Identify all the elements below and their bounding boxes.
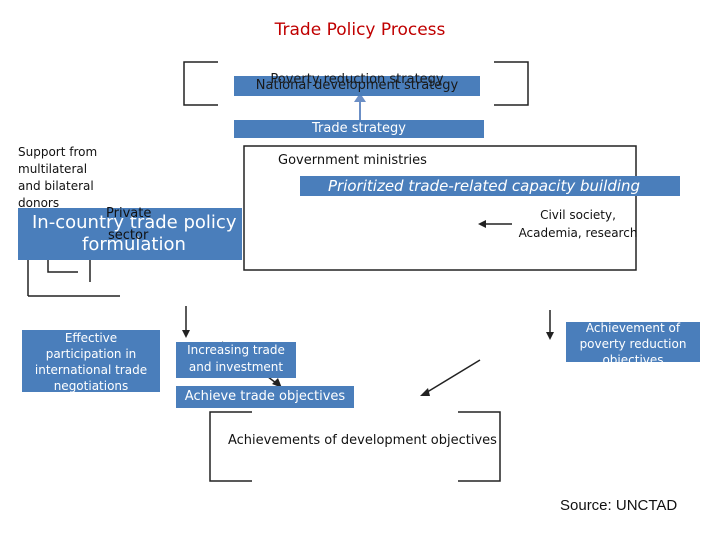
increasing-trade-line2: and investment [188,360,284,374]
poverty-achievement-box: Achievement of poverty reduction objecti… [566,322,700,362]
achieve-trade-box: Achieve trade objectives [176,386,354,408]
poverty-achievement-label: Achievement of poverty reduction objecti… [579,322,687,362]
diagram-title: Trade Policy Process [274,20,446,40]
poverty-reduction-text: Poverty reduction strategy [270,72,444,87]
in-country-line1: In-country trade policy [32,212,237,233]
private-sector-line2: sector [108,228,149,243]
trade-strategy-label: Trade strategy [312,121,406,136]
effective-participation-box: Effective participation in international… [22,330,160,393]
civil-society-label: Civil society, Academia, research [516,206,640,242]
in-country-line2: formulation [82,234,186,255]
source-label: Source: UNCTAD [560,497,678,514]
civil-society-line2: Academia, research [518,226,638,240]
private-sector-line1: Private [106,206,152,221]
national-development-box: Poverty reduction strategy National deve… [234,72,480,96]
development-achievements-label: Achievements of development objectives [228,433,497,448]
national-development-text: National development strategy [255,78,459,93]
in-country-formulation-box: In-country trade policy formulation Priv… [18,206,242,260]
increasing-trade-box: Increasing trade and investment [176,342,296,378]
achieve-trade-label: Achieve trade objectives [184,389,346,404]
prioritized-needs-label: Prioritized trade-related capacity build… [328,177,641,215]
increasing-trade-line1: Increasing trade [187,343,285,357]
civil-society-line1: Civil society, [540,208,616,222]
prioritized-needs-box: Prioritized trade-related capacity build… [300,176,680,215]
trade-strategy-box: Trade strategy [234,120,484,138]
donor-support-label: Support from multilateral and bilateral … [18,145,98,210]
government-ministries-label: Government ministries [278,153,427,168]
effective-participation-label: Effective participation in international… [34,331,148,393]
